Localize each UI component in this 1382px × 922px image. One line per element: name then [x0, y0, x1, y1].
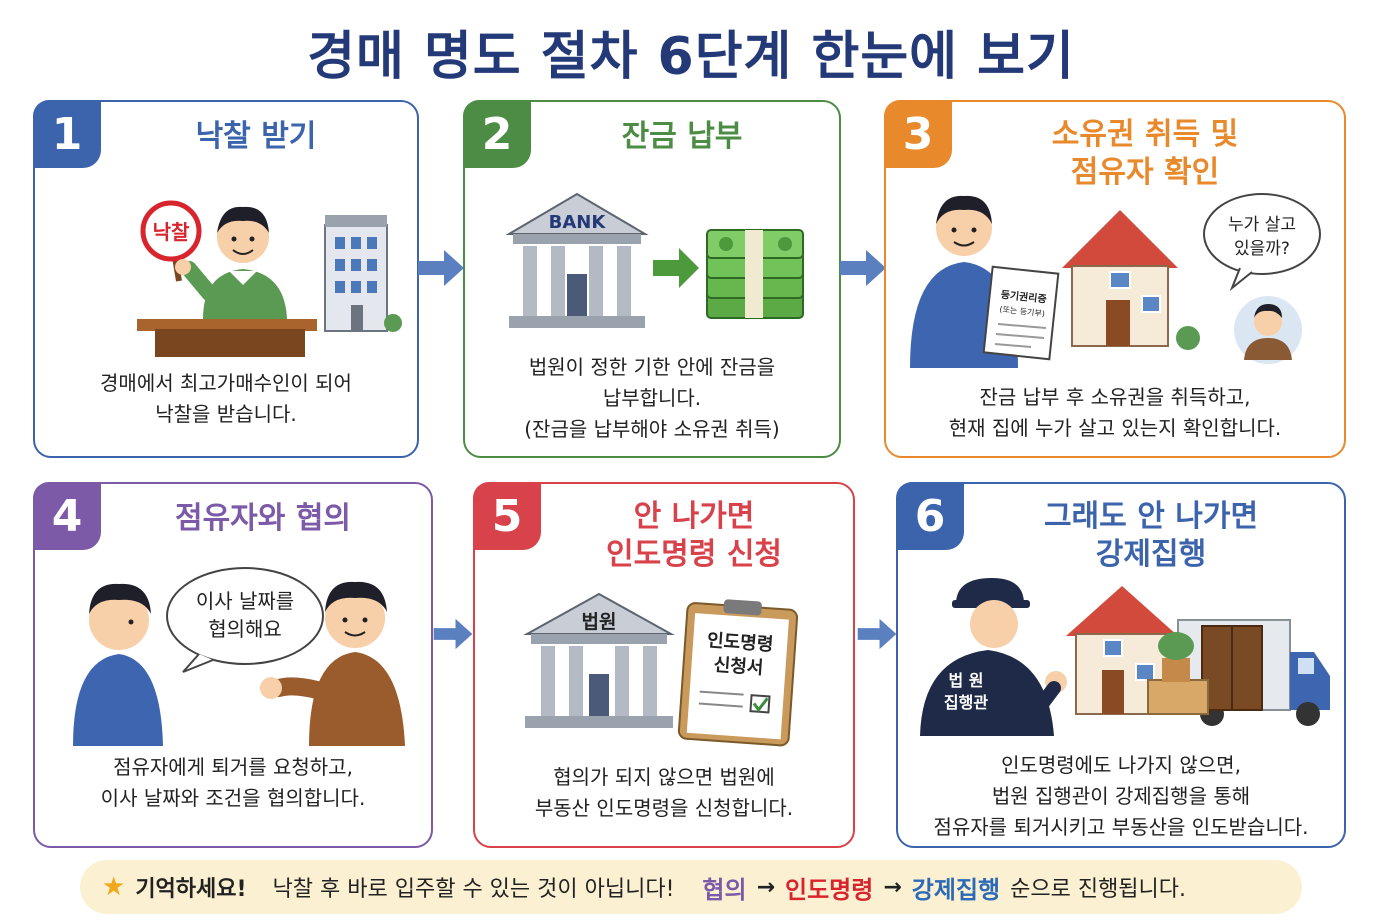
svg-text:BANK: BANK: [549, 212, 607, 233]
flow-arrow-icon: [418, 250, 464, 286]
description-line: 인도명령에도 나가지 않으면,: [1001, 753, 1241, 777]
payment-illustration: BANK: [505, 192, 804, 328]
ownership-check-illustration: 등기권리증 (또는 등기부) 누가 살고 있을까?: [910, 193, 1321, 368]
clipboard-icon: 인도명령 신청서: [677, 599, 799, 747]
step-title: 소유권 취득 및 점유자 확인: [956, 116, 1334, 192]
reminder-text: 낙찰 후 바로 입주할 수 있는 것이 아닙니다!: [272, 877, 675, 902]
step-number-badge: 2: [463, 100, 531, 168]
title-line: 그래도 안 나가면: [1043, 499, 1259, 534]
description-line: (잔금을 납부해야 소유권 취득): [524, 417, 780, 441]
court-icon: 법원: [523, 592, 675, 728]
speech-bubble: 이사 날짜를 협의해요: [166, 567, 324, 673]
title-deed-icon: 등기권리증 (또는 등기부): [982, 265, 1060, 361]
step-description: 인도명령에도 나가지 않으면, 법원 집행관이 강제집행을 통해 점유자를 퇴거…: [908, 750, 1334, 843]
flow-arrow-icon: →: [756, 874, 776, 900]
star-icon: ★: [102, 872, 126, 902]
description-line: 점유자를 퇴거시키고 부동산을 인도받습니다.: [933, 815, 1309, 839]
step-description: 잔금 납부 후 소유권을 취득하고, 현재 집에 누가 살고 있는지 확인합니다…: [896, 382, 1334, 444]
bank-icon: BANK: [505, 192, 649, 328]
thought-bubble: 누가 살고 있을까?: [1203, 193, 1321, 292]
occupant-avatar: [1234, 296, 1302, 364]
step-number-badge: 1: [33, 100, 101, 168]
winning-bid-illustration: 낙찰: [137, 200, 402, 357]
occupant-face-icon: [89, 590, 149, 650]
bid-paddle-icon: [140, 200, 202, 262]
bidder-face-icon: [217, 211, 269, 263]
svg-text:법원: 법원: [582, 611, 617, 633]
moving-box-icon: [1147, 679, 1209, 715]
svg-text:이사 날짜를: 이사 날짜를: [196, 589, 294, 613]
description-line: 낙찰을 받습니다.: [155, 402, 297, 426]
svg-text:누가 살고: 누가 살고: [1228, 215, 1296, 235]
flow-arrow-icon: [840, 250, 886, 286]
title-line: 강제집행: [1095, 537, 1207, 572]
step-card-3: 3 소유권 취득 및 점유자 확인 등기권리증 (또는 등기부): [884, 100, 1346, 458]
reminder-label: 기억하세요!: [135, 877, 247, 902]
step-number-badge: 5: [473, 482, 541, 550]
step-card-1: 1 낙찰 받기 낙찰 경매에서 최고가매수인이 되어 낙찰을 받습: [33, 100, 419, 458]
title-line: 점유자 확인: [1070, 155, 1220, 190]
buyer-face-icon: [325, 588, 385, 648]
step-number-badge: 4: [33, 482, 101, 550]
step-card-5: 5 안 나가면 인도명령 신청 법원 인도명령 신청서 협의가 되지 않으면 법…: [473, 482, 855, 848]
description-line: 부동산 인도명령을 신청합니다.: [534, 796, 794, 820]
flow-arrow-icon: [857, 618, 897, 650]
cash-icon: [706, 229, 804, 319]
description-line: 현재 집에 누가 살고 있는지 확인합니다.: [948, 416, 1282, 440]
step-card-4: 4 점유자와 협의 이사 날짜를 협의해요 점유자에게 퇴거를 요청하고, 이사…: [33, 482, 433, 848]
step-title: 점유자와 협의: [174, 501, 352, 536]
step-card-6: 6 그래도 안 나가면 강제집행 법 원 집행관: [896, 482, 1346, 848]
forced-execution-illustration: 법 원 집행관: [920, 578, 1330, 736]
step-description: 경매에서 최고가매수인이 되어 낙찰을 받습니다.: [45, 368, 407, 430]
title-line: 안 나가면: [633, 499, 755, 534]
step-title: 안 나가면 인도명령 신청: [545, 498, 843, 574]
svg-text:집행관: 집행관: [944, 693, 988, 712]
svg-text:인도명령: 인도명령: [706, 630, 774, 656]
step-title: 잔금 납부: [621, 119, 743, 154]
description-line: 잔금 납부 후 소유권을 취득하고,: [979, 385, 1251, 409]
description-line: 협의가 되지 않으면 법원에: [553, 765, 775, 789]
svg-text:있을까?: 있을까?: [1234, 239, 1290, 259]
step-title: 낙찰 받기: [195, 119, 317, 154]
step-description: 협의가 되지 않으면 법원에 부동산 인도명령을 신청합니다.: [485, 762, 843, 824]
flow-arrow-icon: →: [883, 874, 902, 900]
svg-text:협의해요: 협의해요: [208, 617, 282, 641]
house-icon: [1062, 210, 1200, 350]
court-order-illustration: 법원 인도명령 신청서: [523, 592, 799, 747]
owner-face-icon: [936, 200, 992, 256]
description-line: 경매에서 최고가매수인이 되어: [100, 371, 352, 395]
title-line: 소유권 취득 및: [1051, 117, 1239, 152]
flow-step-negotiation: 협의: [702, 875, 747, 904]
flow-arrow-icon: [433, 618, 473, 650]
reminder-suffix: 순으로 진행됩니다.: [1010, 877, 1187, 902]
building-icon: [324, 215, 402, 332]
step-number-badge: 3: [884, 100, 952, 168]
title-line: 인도명령 신청: [605, 537, 783, 572]
svg-text:낙찰: 낙찰: [153, 220, 190, 244]
step-title: 그래도 안 나가면 강제집행: [968, 498, 1334, 574]
flow-step-execution: 강제집행: [911, 875, 1001, 904]
step-description: 법원이 정한 기한 안에 잔금을 납부합니다. (잔금을 납부해야 소유권 취득…: [475, 352, 829, 445]
transfer-arrow-icon: [653, 248, 699, 288]
description-line: 이사 날짜와 조건을 협의합니다.: [100, 786, 366, 810]
description-line: 법원 집행관이 강제집행을 통해: [991, 784, 1251, 808]
court-officer-icon: 법 원 집행관: [920, 578, 1067, 736]
description-line: 납부합니다.: [602, 386, 702, 410]
description-line: 법원이 정한 기한 안에 잔금을: [528, 355, 776, 379]
svg-text:신청서: 신청서: [713, 655, 764, 679]
flow-step-order: 인도명령: [785, 875, 874, 904]
page-title: 경매 명도 절차 6단계 한눈에 보기: [307, 27, 1075, 87]
svg-text:법 원: 법 원: [948, 671, 983, 690]
step-description: 점유자에게 퇴거를 요청하고, 이사 날짜와 조건을 협의합니다.: [45, 752, 421, 814]
description-line: 점유자에게 퇴거를 요청하고,: [113, 755, 353, 779]
step-card-2: 2 잔금 납부 BANK 법원이 정한 기한 안에 잔금을 납부합니다. (잔금…: [463, 100, 841, 458]
reminder-banner: ★ 기억하세요! 낙찰 후 바로 입주할 수 있는 것이 아닙니다! 협의 → …: [80, 860, 1302, 914]
negotiation-illustration: 이사 날짜를 협의해요: [73, 567, 405, 746]
step-number-badge: 6: [896, 482, 964, 550]
